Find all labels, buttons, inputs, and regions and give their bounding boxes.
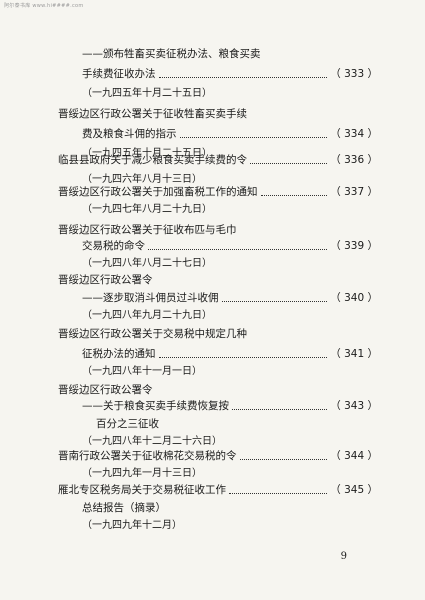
dot-leader — [179, 136, 328, 138]
dot-leader — [148, 248, 328, 250]
dot-leader — [260, 194, 328, 196]
dot-leader — [229, 492, 328, 494]
toc-page-ref: （ 333 ） — [330, 68, 378, 80]
toc-entry-title: 晋南行政公署关于征收棉花交易税的令 — [58, 450, 237, 462]
dot-leader — [232, 408, 328, 410]
toc-entry-title: 临县县政府关于减少粮食买卖手续费的令 — [58, 154, 247, 166]
toc-date: （一九四五年十月二十五日） — [82, 148, 212, 159]
toc-page-ref: （ 337 ） — [330, 186, 378, 198]
toc-page-ref: （ 334 ） — [330, 128, 378, 140]
toc-date: （一九四八年八月二十七日） — [82, 258, 212, 269]
toc-entry: 费及粮食斗佣的指示 （ 334 ） — [82, 126, 378, 142]
toc-date: （一九四五年十月二十五日） — [82, 88, 212, 99]
toc-entry-title: ——关于粮食买卖手续费恢复按 — [82, 400, 229, 412]
toc-date: （一九四九年十二月） — [82, 520, 182, 531]
toc-entry: ——关于粮食买卖手续费恢复按 （ 343 ） — [82, 398, 378, 414]
toc-entry: 交易税的命令 （ 339 ） — [82, 238, 378, 254]
toc-page-ref: （ 341 ） — [330, 348, 378, 360]
dot-leader — [239, 458, 328, 460]
toc-title: 晋绥边区行政公署关于征收布匹与毛巾 — [58, 224, 237, 236]
toc-entry: 晋南行政公署关于征收棉花交易税的令 （ 344 ） — [58, 448, 378, 464]
toc-title: 晋绥边区行政公署关于交易税中规定几种 — [58, 328, 247, 340]
toc-entry: 雁北专区税务局关于交易税征收工作 （ 345 ） — [58, 482, 378, 498]
toc-entry-title: 手续费征收办法 — [82, 68, 156, 80]
toc-title: 晋绥边区行政公署令 — [58, 274, 153, 286]
page-number: 9 — [340, 551, 347, 562]
toc-entry-title: 晋绥边区行政公署关于加强畜税工作的通知 — [58, 186, 258, 198]
toc-entry-title: 费及粮食斗佣的指示 — [82, 128, 177, 140]
toc-entry-title: ——逐步取消斗佣员过斗收佣 — [82, 292, 219, 304]
toc-date: （一九四九年一月十三日） — [82, 468, 202, 479]
dot-leader — [158, 356, 328, 358]
toc-page-ref: （ 343 ） — [330, 400, 378, 412]
toc-entry: 临县县政府关于减少粮食买卖手续费的令 （ 336 ） — [58, 152, 378, 168]
toc-date: （一九四八年九月二十九日） — [82, 310, 212, 321]
toc-date: （一九四八年十二月二十六日） — [82, 436, 222, 447]
toc-page-ref: （ 345 ） — [330, 484, 378, 496]
dot-leader — [250, 162, 328, 164]
toc-subtitle: ——颁布牲畜买卖征税办法、粮食买卖 — [82, 48, 261, 60]
toc-entry-title: 征税办法的通知 — [82, 348, 156, 360]
toc-page-ref: （ 340 ） — [330, 292, 378, 304]
toc-entry-title: 交易税的命令 — [82, 240, 145, 252]
toc-date: （一九四七年八月二十九日） — [82, 204, 212, 215]
toc-title: 晋绥边区行政公署关于征收牲畜买卖手续 — [58, 108, 247, 120]
toc-entry: ——逐步取消斗佣员过斗收佣 （ 340 ） — [82, 290, 378, 306]
toc-page-ref: （ 336 ） — [330, 154, 378, 166]
toc-page-ref: （ 344 ） — [330, 450, 378, 462]
watermark: 阿尔泰书库 www.hi####.com — [4, 3, 84, 9]
toc-entry: 手续费征收办法 （ 333 ） — [82, 66, 378, 82]
toc-subtitle: 总结报告（摘录） — [82, 502, 166, 514]
toc-date: （一九四八年十一月一日） — [82, 366, 202, 377]
toc-page-ref: （ 339 ） — [330, 240, 378, 252]
toc-date: （一九四六年八月十三日） — [82, 174, 202, 185]
dot-leader — [158, 76, 328, 78]
toc-subtitle: 百分之三征收 — [96, 418, 159, 430]
toc-entry: 晋绥边区行政公署关于加强畜税工作的通知 （ 337 ） — [58, 184, 378, 200]
dot-leader — [221, 300, 328, 302]
toc-entry: 征税办法的通知 （ 341 ） — [82, 346, 378, 362]
toc-entry-title: 雁北专区税务局关于交易税征收工作 — [58, 484, 226, 496]
toc-title: 晋绥边区行政公署令 — [58, 384, 153, 396]
